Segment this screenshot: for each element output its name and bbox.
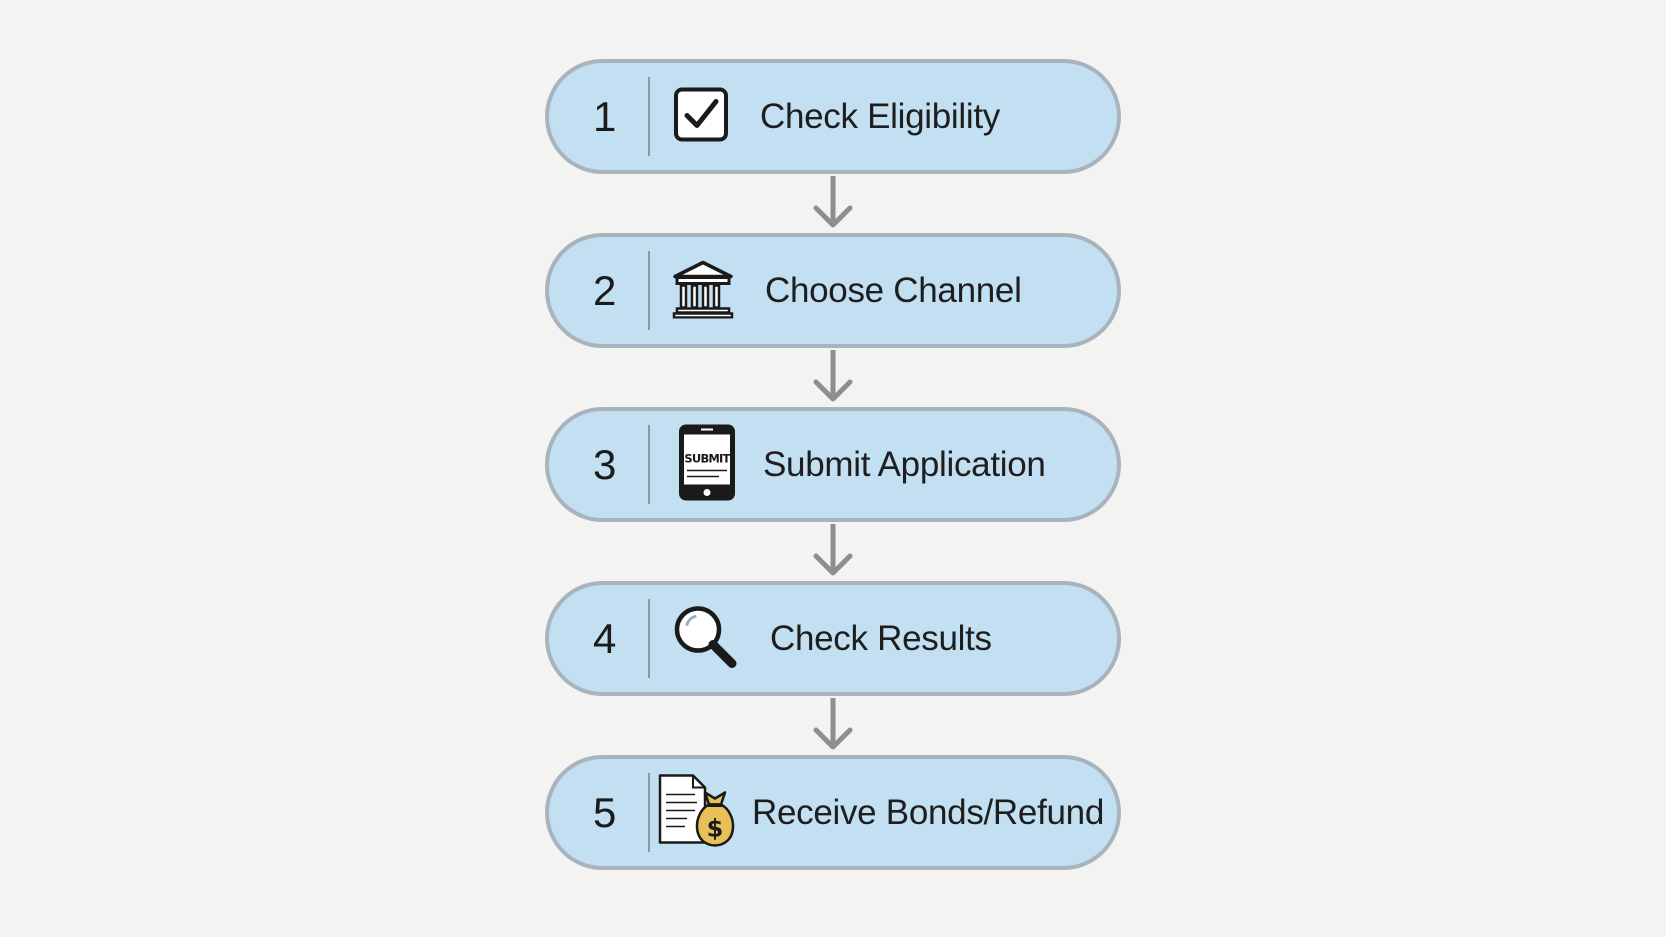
step-3: 3 SUBMIT Submit Application: [545, 407, 1121, 522]
step-number: 2: [593, 266, 617, 314]
document-money-bag-icon: $: [657, 772, 737, 853]
divider: [648, 77, 650, 156]
flow-arrow: [545, 348, 1121, 407]
step-label: Submit Application: [763, 444, 1046, 484]
process-flow: 1 Check Eligibility 2: [545, 59, 1121, 870]
step-number: 5: [593, 788, 617, 836]
step-number: 1: [593, 92, 617, 140]
step-1: 1 Check Eligibility: [545, 59, 1121, 174]
step-2: 2 Choose Channel: [545, 233, 1121, 348]
flow-arrow: [545, 522, 1121, 581]
step-number: 4: [593, 614, 617, 662]
flow-arrow: [545, 174, 1121, 233]
mobile-phone-submit-icon: SUBMIT: [677, 422, 737, 507]
flow-arrow: [545, 696, 1121, 755]
step-4: 4 Check Results: [545, 581, 1121, 696]
divider: [648, 251, 650, 330]
step-label: Check Eligibility: [760, 96, 1000, 136]
divider: [648, 425, 650, 504]
bank-building-icon: [671, 258, 735, 323]
dollar-sign: $: [707, 814, 724, 842]
divider: [648, 599, 650, 678]
step-label: Check Results: [770, 618, 992, 658]
magnifying-glass-icon: [671, 602, 739, 675]
step-number: 3: [593, 440, 617, 488]
step-5: 5 $ Receive Bonds/Refund: [545, 755, 1121, 870]
step-label: Receive Bonds/Refund: [752, 792, 1104, 832]
checkbox-checked-icon: [673, 86, 729, 147]
submit-text: SUBMIT: [684, 451, 730, 465]
divider: [648, 773, 650, 852]
step-label: Choose Channel: [765, 270, 1022, 310]
